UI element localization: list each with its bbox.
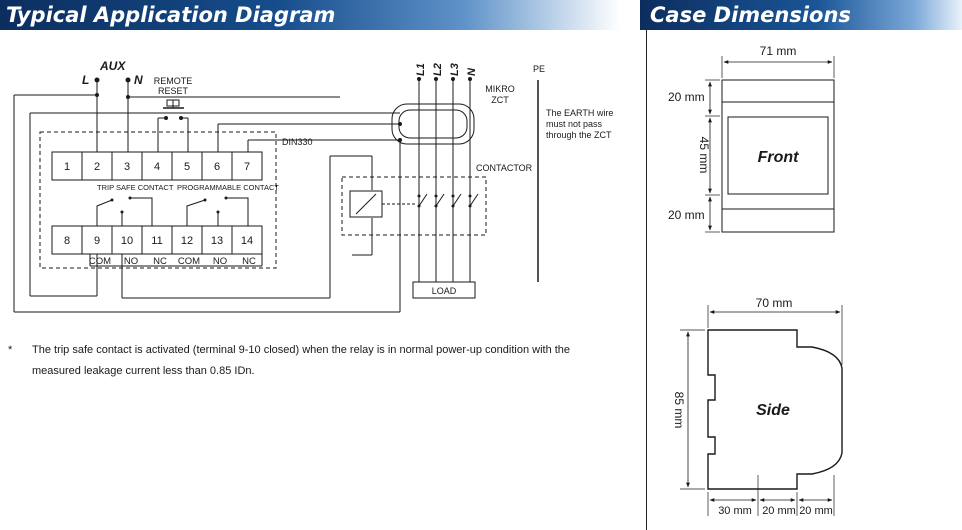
side-bottom-label-2: 20 mm <box>762 505 796 517</box>
phase-label: L2 <box>432 63 444 76</box>
contactor-enclosure <box>341 176 487 236</box>
contact-label: COM <box>89 256 111 267</box>
front-case-outline <box>721 79 835 233</box>
mikro-label: MIKRO <box>485 84 515 94</box>
contact-label: NC <box>153 256 167 267</box>
load-box <box>412 281 476 299</box>
front-middle-label: 45 mm <box>697 137 711 174</box>
side-bottom-label-1: 30 mm <box>718 505 752 517</box>
wire-junctions <box>94 77 472 214</box>
aux-label: AUX <box>99 59 126 73</box>
side-height-label: 85 mm <box>672 392 686 429</box>
remote-label: REMOTE <box>154 76 193 86</box>
terminal-number: 14 <box>241 235 253 247</box>
side-case-outline <box>707 329 843 490</box>
terminal-number: 8 <box>64 235 70 247</box>
footnote-text: The trip safe contact is activated (term… <box>32 344 571 377</box>
contact-label: NO <box>124 256 138 267</box>
phase-label: L1 <box>415 63 427 76</box>
section-header-case-dimensions: Case Dimensions <box>640 0 962 30</box>
terminal-number: 5 <box>184 161 190 173</box>
section-title: Typical Application Diagram <box>6 3 336 27</box>
terminal-number: 3 <box>124 161 130 173</box>
front-top-label: 20 mm <box>668 90 705 104</box>
terminal-number: 4 <box>154 161 160 173</box>
terminal-number: 6 <box>214 161 220 173</box>
reset-label: RESET <box>158 86 189 96</box>
contact-labels: COM NO NC COM NO NC <box>89 256 256 267</box>
trip-safe-label: TRIP SAFE CONTACT <box>97 183 174 192</box>
terminal-number: 11 <box>151 235 162 247</box>
terminal-number: 2 <box>94 161 100 173</box>
phase-labels: L1 L2 L3 N <box>415 63 478 76</box>
terminal-block-top <box>51 151 263 181</box>
side-dimension-lines <box>680 305 843 516</box>
contact-label: NO <box>213 256 227 267</box>
phase-label: L3 <box>449 63 461 76</box>
front-view-drawing <box>705 56 835 233</box>
terminal-number: 7 <box>244 161 250 173</box>
terminal-numbers-top: 1 2 3 4 5 6 7 <box>64 161 250 173</box>
side-view-label: Side <box>756 402 790 419</box>
side-bottom-label-3: 20 mm <box>799 505 833 517</box>
terminal-number: 13 <box>211 235 223 247</box>
front-view-label: Front <box>758 149 800 166</box>
front-panel <box>727 116 829 195</box>
l-label: L <box>82 73 89 87</box>
terminal-number: 9 <box>94 235 100 247</box>
terminal-number: 12 <box>181 235 193 247</box>
side-view-drawing <box>707 329 843 490</box>
programmable-label: PROGRAMMABLE CONTACT <box>177 183 279 192</box>
front-bottom-label: 20 mm <box>668 208 705 222</box>
din-enclosure <box>39 131 277 269</box>
n-label: N <box>134 73 143 87</box>
zct-label: ZCT <box>491 95 509 105</box>
section-title: Case Dimensions <box>650 3 851 27</box>
contact-label: NC <box>242 256 256 267</box>
front-width-label: 71 mm <box>760 44 797 58</box>
terminal-number: 10 <box>121 235 133 247</box>
pe-label: PE <box>533 64 545 74</box>
footnote-marker: * <box>8 344 13 356</box>
earth-note-line: through the ZCT <box>546 130 612 140</box>
load-label: LOAD <box>432 286 457 296</box>
earth-note-line: must not pass <box>546 119 603 129</box>
terminal-number: 1 <box>64 161 70 173</box>
terminal-numbers-bottom: 8 9 10 11 12 13 14 <box>64 235 253 247</box>
phase-label: N <box>466 67 478 76</box>
panel-divider <box>646 30 647 530</box>
wiring-diagram <box>13 80 539 313</box>
side-width-label: 70 mm <box>756 296 793 310</box>
din-label: DIN330 <box>282 137 313 147</box>
terminal-block-bottom <box>51 225 263 255</box>
contactor-label: CONTACTOR <box>476 163 533 173</box>
earth-note-line: The EARTH wire <box>546 108 613 118</box>
section-header-application-diagram: Typical Application Diagram <box>0 0 620 30</box>
contact-label: COM <box>178 256 200 267</box>
